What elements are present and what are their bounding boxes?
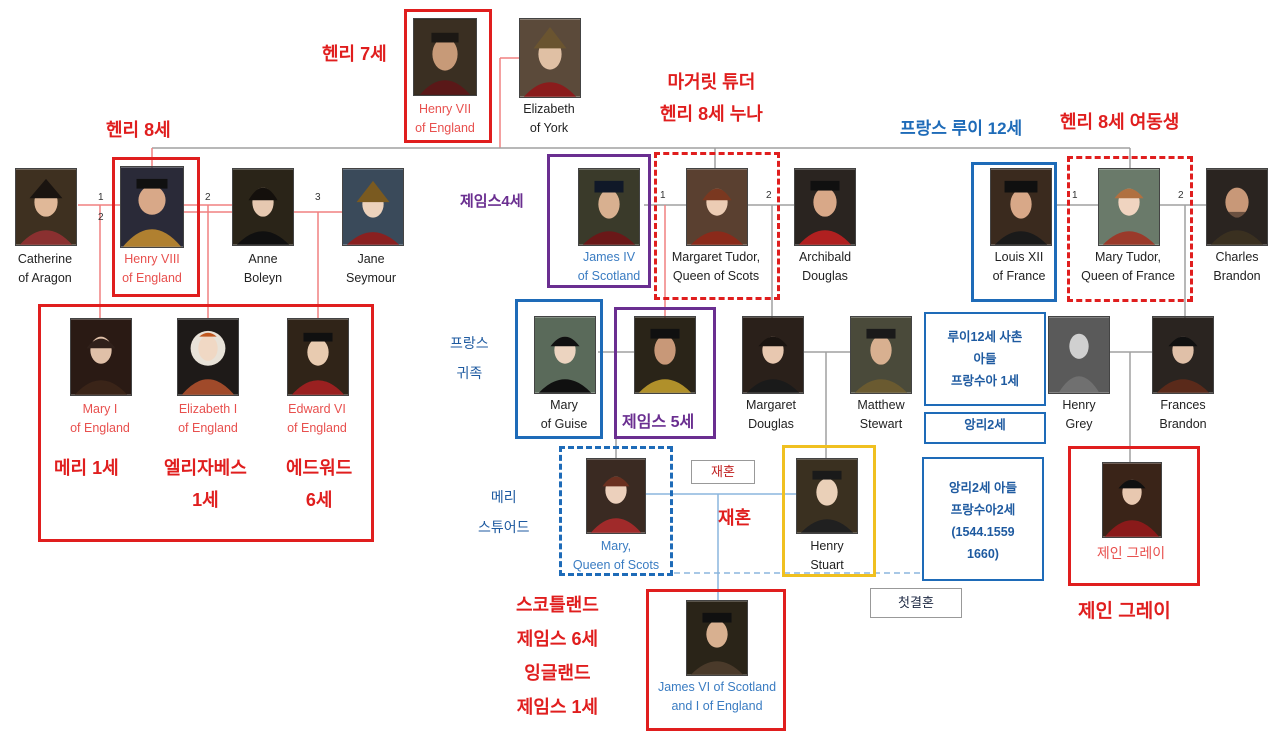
portrait-jane-seymour xyxy=(342,168,404,246)
portrait-james5 xyxy=(634,316,696,394)
highlight-mary-tudor xyxy=(1067,156,1193,302)
name-frances-brandon: Frances Brandon xyxy=(1159,398,1207,431)
ann-mary-tudor: 헨리 8세 여동생 xyxy=(1060,112,1180,132)
name-elizabeth1: Elizabeth I of England xyxy=(178,402,238,435)
portrait-frances-brandon xyxy=(1152,316,1214,394)
portrait-mary-scots xyxy=(586,458,646,534)
highlight-mary-guise xyxy=(515,299,603,439)
name-jane-seymour: Jane Seymour xyxy=(345,252,397,285)
ann-elizabeth1: 엘리자베스 1세 xyxy=(164,458,247,510)
name-henry7: Henry VII of England xyxy=(415,102,475,135)
name-mary-tudor: Mary Tudor, Queen of France xyxy=(1081,250,1175,283)
ann-mary-stuart: 메리 스튜어드 xyxy=(478,489,530,535)
highlight-jane-grey xyxy=(1068,446,1200,586)
name-jane-grey: 제인 그레이 xyxy=(1096,545,1166,561)
tag-first-marriage: 첫결혼 xyxy=(870,588,962,618)
info-henri2: 앙리2세 xyxy=(924,412,1046,444)
portrait-mary-guise xyxy=(534,316,596,394)
marriage-number: 1 xyxy=(1072,190,1078,201)
portrait-catherine xyxy=(15,168,77,246)
name-james6: James VI of Scotland and I of England xyxy=(657,680,777,713)
name-henry-grey: Henry Grey xyxy=(1062,398,1096,431)
ann-henry7: 헨리 7세 xyxy=(322,44,387,64)
portrait-elizabeth1 xyxy=(177,318,239,396)
portrait-charles-brandon xyxy=(1206,168,1268,246)
ann-edward6: 에드워드 6세 xyxy=(286,458,353,510)
name-anne-boleyn: Anne Boleyn xyxy=(243,252,283,285)
name-charles-brandon: Charles Brandon xyxy=(1213,250,1261,283)
name-james4: James IV of Scotland xyxy=(577,250,641,283)
highlight-mary-scots xyxy=(559,446,673,576)
ann-french-noble: 프랑스 귀족 xyxy=(450,335,489,381)
tag-remarry-box: 재혼 xyxy=(691,460,755,484)
portrait-henry-stuart xyxy=(796,458,858,534)
name-archibald: Archibald Douglas xyxy=(798,250,852,283)
portrait-james4 xyxy=(578,168,640,246)
portrait-elizabeth-york xyxy=(519,18,581,98)
portrait-mary1 xyxy=(70,318,132,396)
portrait-matthew-stewart xyxy=(850,316,912,394)
portrait-louis12 xyxy=(990,168,1052,246)
portrait-henry7 xyxy=(413,18,477,96)
ann-mary1: 메리 1세 xyxy=(54,458,119,478)
marriage-number: 1 xyxy=(98,192,104,203)
ann-louis12: 프랑스 루이 12세 xyxy=(900,119,1023,138)
marriage-number: 2 xyxy=(766,190,772,201)
highlight-james6 xyxy=(646,589,786,731)
ann-james5: 제임스 5세 xyxy=(622,414,695,431)
portrait-james6 xyxy=(686,600,748,676)
portrait-henry-grey xyxy=(1048,316,1110,394)
name-henry8: Henry VIII of England xyxy=(122,252,182,285)
marriage-number: 2 xyxy=(98,212,104,223)
name-mary1: Mary I of England xyxy=(70,402,130,435)
ann-james4: 제임스4세 xyxy=(460,193,524,210)
highlight-henry-stuart xyxy=(782,445,876,577)
highlight-henry8 xyxy=(112,157,200,297)
info-francis2: 앙리2세 아들 프랑수아2세 (1544.1559 1660) xyxy=(922,457,1044,581)
name-margaret-tudor: Margaret Tudor, Queen of Scots xyxy=(671,250,761,283)
marriage-number: 2 xyxy=(1178,190,1184,201)
info-francis1: 루이12세 사촌 아들 프랑수아 1세 xyxy=(924,312,1046,406)
portrait-jane-grey xyxy=(1102,462,1162,538)
ann-henry8: 헨리 8세 xyxy=(106,120,171,140)
name-mary-scots: Mary, Queen of Scots xyxy=(572,539,660,572)
tag-remarry-text: 재혼 xyxy=(718,508,752,528)
ann-jane-grey: 제인 그레이 xyxy=(1078,601,1171,622)
marriage-number: 3 xyxy=(315,192,321,203)
name-edward6: Edward VI of England xyxy=(287,402,347,435)
portrait-mary-tudor xyxy=(1098,168,1160,246)
highlight-children-henry8 xyxy=(38,304,374,542)
name-mary-guise: Mary of Guise xyxy=(540,398,588,431)
name-catherine: Catherine of Aragon xyxy=(17,252,73,285)
portrait-edward6 xyxy=(287,318,349,396)
highlight-james4 xyxy=(547,154,651,288)
portrait-margaret-douglas xyxy=(742,316,804,394)
name-margaret-douglas: Margaret Douglas xyxy=(745,398,797,431)
portrait-archibald xyxy=(794,168,856,246)
ann-margaret: 마거릿 튜더 헨리 8세 누나 xyxy=(660,72,763,124)
marriage-number: 2 xyxy=(205,192,211,203)
highlight-louis12 xyxy=(971,162,1057,302)
name-matthew-stewart: Matthew Stewart xyxy=(857,398,905,431)
name-elizabeth-york: Elizabeth of York xyxy=(523,102,575,135)
name-henry-stuart: Henry Stuart xyxy=(810,539,844,572)
portrait-henry8 xyxy=(120,166,184,248)
portrait-anne-boleyn xyxy=(232,168,294,246)
portrait-margaret-tudor xyxy=(686,168,748,246)
highlight-james5 xyxy=(614,307,716,439)
ann-james6: 스코틀랜드 제임스 6세 잉글랜드 제임스 1세 xyxy=(516,595,599,717)
highlight-henry7 xyxy=(404,9,492,143)
highlight-margaret-tudor xyxy=(654,152,780,300)
name-louis12: Louis XII of France xyxy=(992,250,1046,283)
marriage-number: 1 xyxy=(660,190,666,201)
